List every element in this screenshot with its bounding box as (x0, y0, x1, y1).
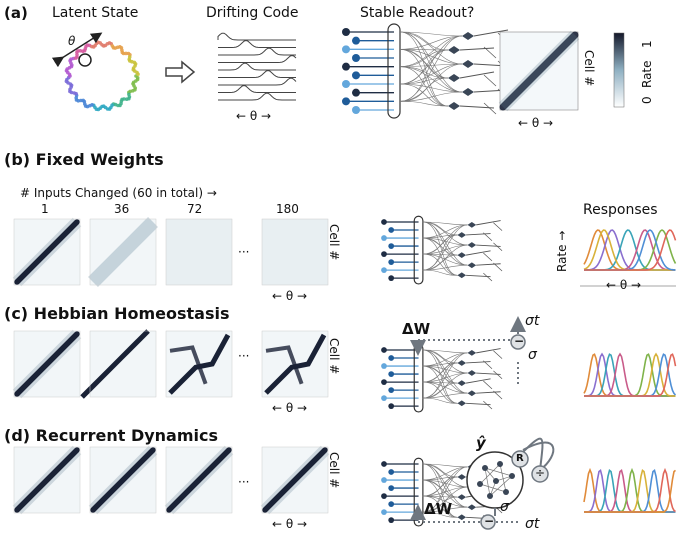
theta-arrow (51, 32, 103, 68)
panel-c-label: (c) Hebbian Homeostasis (4, 304, 230, 323)
latent-state-title: Latent State (52, 5, 139, 21)
delta-w-c: ΔW (402, 320, 431, 338)
latent-state-ring (64, 40, 140, 112)
latent-marker (78, 53, 92, 67)
drift-theta-axis: ← θ → (236, 109, 272, 123)
fixed-weights-matrices (12, 217, 329, 287)
inputs-changed-header: # Inputs Changed (60 in total) → (20, 186, 217, 200)
colorbar-mid: Rate (640, 60, 654, 88)
y-hat-d: ŷ (476, 434, 486, 452)
hebbian-matrices (12, 329, 329, 399)
responses-theta-axis: ← θ → (606, 278, 642, 292)
readout-network-a (342, 23, 511, 119)
ellipsis-b: ··· (238, 245, 250, 259)
colorbar-max: 1 (640, 40, 654, 48)
recurrent-matrices (12, 445, 330, 515)
c-cell-axis: Cell # (327, 338, 341, 375)
responses-c (583, 352, 677, 397)
d-cell-axis: Cell # (327, 452, 341, 489)
minus-d: − (484, 514, 495, 528)
panel-b-label: (b) Fixed Weights (4, 150, 164, 169)
panel-a-label: (a) (4, 4, 28, 22)
input-count-1: 1 (41, 202, 49, 216)
readout-network-c (381, 343, 503, 413)
b-theta-axis: ← θ → (272, 289, 308, 303)
responses-b (583, 229, 677, 271)
sigma-d: σ (500, 499, 509, 515)
readout-theta-axis: ← θ → (518, 116, 554, 130)
minus-c: − (514, 334, 525, 348)
stable-readout-title: Stable Readout? (360, 5, 475, 21)
r-node-d: R (516, 453, 524, 464)
rate-axis: Rate → (555, 230, 569, 272)
responses-d (583, 467, 676, 513)
theta-label: θ (68, 34, 76, 48)
colorbar-min: 0 (640, 96, 654, 104)
input-count-36: 36 (114, 202, 130, 216)
responses-title: Responses (583, 202, 658, 218)
ellipsis-d: ··· (238, 475, 250, 489)
panel-d-label: (d) Recurrent Dynamics (4, 426, 218, 445)
readout-cell-axis: Cell # (582, 50, 596, 87)
transform-arrow-icon (165, 60, 196, 84)
sigma-t-d: σt (525, 516, 540, 532)
drifting-code-title: Drifting Code (206, 5, 299, 21)
d-theta-axis: ← θ → (272, 517, 308, 531)
ellipsis-c: ··· (238, 349, 250, 363)
c-theta-axis: ← θ → (272, 401, 308, 415)
div-node-d: ÷ (535, 466, 546, 480)
input-count-180: 180 (276, 202, 299, 216)
readout-network-b (381, 215, 503, 285)
delta-w-d: ΔW (424, 500, 453, 518)
readout-matrix (498, 30, 580, 112)
sigma-t-c: σt (525, 313, 540, 329)
colorbar (613, 32, 625, 108)
sigma-c: σ (528, 347, 537, 363)
b-cell-axis: Cell # (327, 224, 341, 261)
subtract-node-c (510, 334, 526, 350)
homeostasis-loop-c (410, 316, 526, 384)
drifting-code-lines (217, 32, 297, 101)
recurrent-loop-d (410, 437, 555, 530)
input-count-72: 72 (187, 202, 203, 216)
